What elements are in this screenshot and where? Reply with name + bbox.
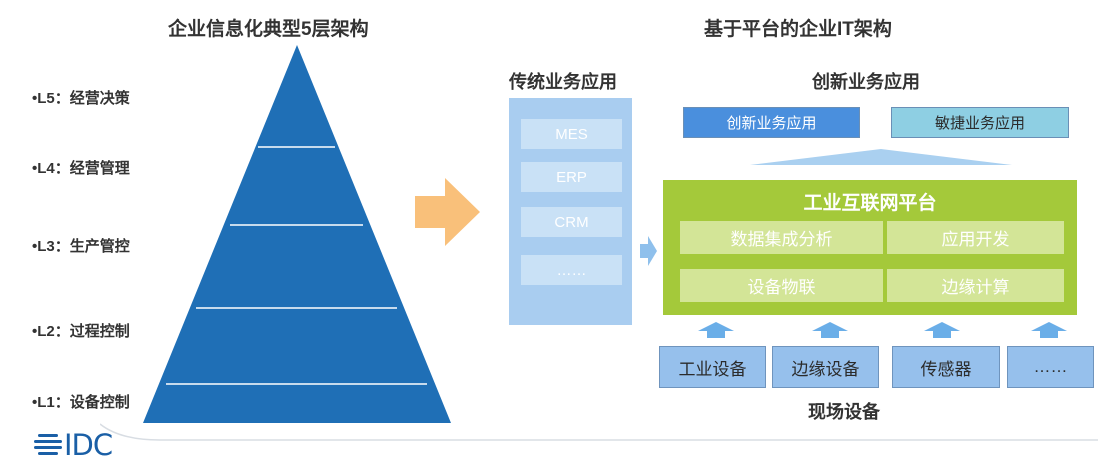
level-label-l5: •L5：经营决策 xyxy=(32,90,130,107)
level-label-l2: •L2：过程控制 xyxy=(32,323,130,340)
idc-globe-icon xyxy=(34,434,62,455)
small-right-arrow xyxy=(640,236,657,266)
level-label-l3: •L3：生产管控 xyxy=(32,238,130,255)
up-arrow-1 xyxy=(698,322,734,338)
pyramid-shape xyxy=(143,45,451,423)
up-arrow-2 xyxy=(812,322,848,338)
transition-arrow xyxy=(415,178,480,246)
trad-item-crm: CRM xyxy=(521,207,622,237)
level-label-l4: •L4：经营管理 xyxy=(32,160,130,177)
footer-curve xyxy=(100,423,1098,441)
industrial-internet-platform: 工业互联网平台 数据集成分析 应用开发 设备物联 边缘计算 xyxy=(663,180,1077,315)
idc-logo-text: IDC xyxy=(64,428,113,462)
platform-arch-title: 基于平台的企业IT架构 xyxy=(704,19,892,40)
up-arrow-3 xyxy=(924,322,960,338)
innovation-apps-title: 创新业务应用 xyxy=(812,72,920,92)
level-label-l1: •L1：设备控制 xyxy=(32,394,130,411)
agile-app-box: 敏捷业务应用 xyxy=(891,107,1069,138)
support-triangle xyxy=(750,149,1012,165)
device-industrial-equipment: 工业设备 xyxy=(659,346,766,388)
trad-item-mes: MES xyxy=(521,119,622,149)
idc-logo: IDC xyxy=(32,428,113,462)
platform-cell-app-dev: 应用开发 xyxy=(887,221,1064,254)
traditional-apps-title: 传统业务应用 xyxy=(509,72,617,92)
field-devices-title: 现场设备 xyxy=(808,402,880,422)
device-edge-equipment: 边缘设备 xyxy=(772,346,879,388)
traditional-apps-column: MES ERP CRM …… xyxy=(509,98,632,325)
trad-item-more: …… xyxy=(521,255,622,285)
device-more: …… xyxy=(1007,346,1094,388)
trad-item-erp: ERP xyxy=(521,162,622,192)
pyramid-diagram xyxy=(143,45,451,423)
platform-cell-data-analytics: 数据集成分析 xyxy=(680,221,883,254)
platform-cell-device-iot: 设备物联 xyxy=(680,269,883,302)
platform-title: 工业互联网平台 xyxy=(803,193,937,214)
pyramid-title: 企业信息化典型5层架构 xyxy=(168,19,369,40)
innovation-app-box: 创新业务应用 xyxy=(683,107,860,138)
platform-cell-edge-computing: 边缘计算 xyxy=(887,269,1064,302)
device-sensor: 传感器 xyxy=(892,346,1000,388)
up-arrow-4 xyxy=(1031,322,1067,338)
